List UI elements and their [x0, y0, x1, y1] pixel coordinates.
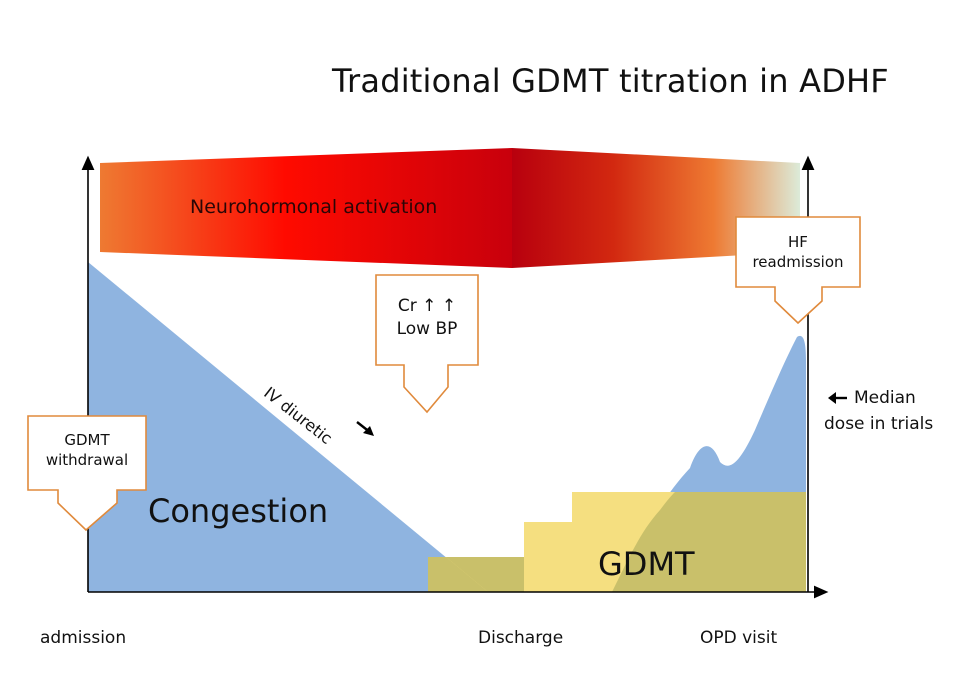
- chart-title: Traditional GDMT titration in ADHF: [332, 62, 889, 100]
- cr-low-bp-callout: [375, 274, 479, 414]
- cr-line-1: Cr ↑ ↑: [397, 296, 457, 316]
- gdmt-label: GDMT: [598, 545, 695, 583]
- neurohormonal-band-left: [100, 148, 512, 268]
- neurohormonal-band-right: [512, 148, 800, 268]
- cr-low-bp-text: Cr ↑ ↑ Low BP: [376, 295, 478, 341]
- cr-line-2: Low BP: [396, 318, 458, 339]
- timeline-opd-visit: OPD visit: [700, 628, 778, 648]
- gdmt-congestion-overlap-2: [446, 557, 524, 592]
- hf-line-1: HF: [788, 233, 808, 251]
- gdmt-withdrawal-callout: [27, 415, 147, 532]
- gdmt-withdrawal-line-2: withdrawal: [45, 451, 129, 470]
- hf-line-2: readmission: [752, 253, 844, 272]
- neurohormonal-label: Neurohormonal activation: [190, 196, 438, 218]
- median-dose-label-2: dose in trials: [824, 414, 934, 434]
- gdmt-withdrawal-text: GDMT withdrawal: [28, 430, 146, 471]
- gdmt-congestion-overlap: [428, 557, 488, 592]
- left-arrow-icon: [828, 392, 847, 404]
- gdmt-withdrawal-line-1: GDMT: [64, 431, 110, 449]
- iv-diuretic-arrow-icon: [356, 421, 374, 436]
- neurohormonal-band: [100, 148, 800, 268]
- gdmt-curve-overlap: [612, 492, 806, 592]
- hf-readmission-callout: [735, 216, 861, 325]
- timeline-admission: admission: [40, 628, 127, 648]
- median-dose-label-1: Median: [854, 388, 916, 408]
- congestion-label: Congestion: [148, 492, 329, 530]
- timeline-discharge: Discharge: [478, 628, 564, 648]
- hf-readmission-text: HF readmission: [736, 232, 860, 273]
- congestion-area: [88, 262, 488, 592]
